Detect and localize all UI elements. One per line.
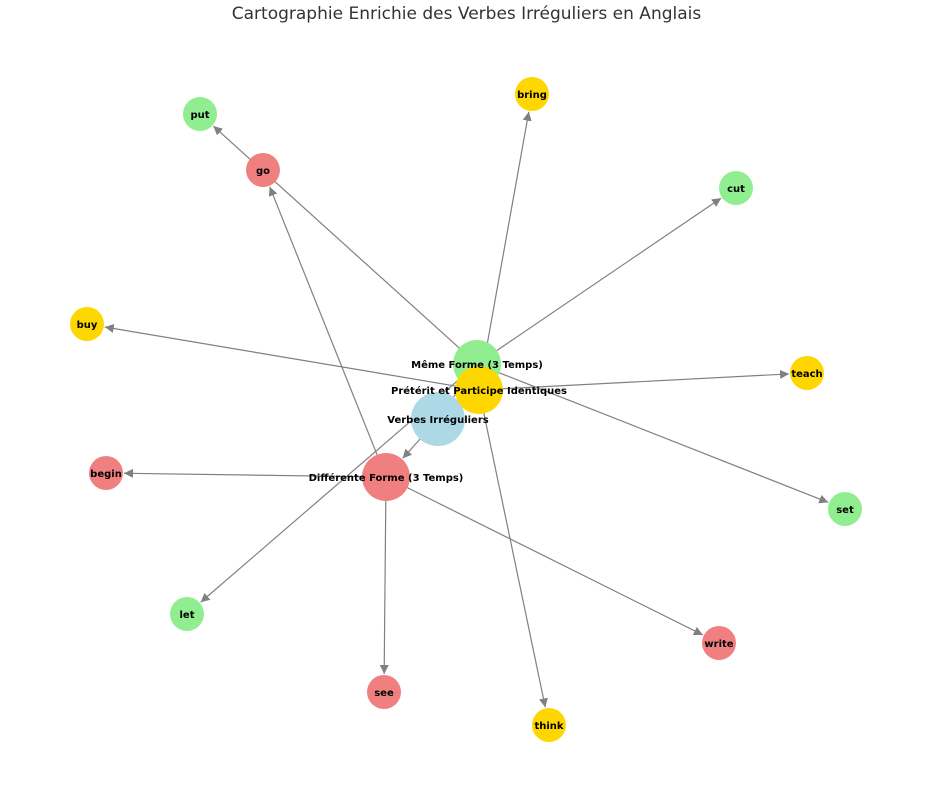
node-label-buy: buy — [77, 320, 98, 331]
edge-same-cut — [494, 197, 722, 353]
node-root — [411, 392, 465, 446]
node-set — [828, 492, 862, 526]
node-buy — [70, 307, 104, 341]
node-label-cut: cut — [727, 184, 745, 195]
node-label-preterit: Prétérit et Participe Identiques — [391, 385, 567, 397]
node-see — [367, 675, 401, 709]
node-go — [246, 153, 280, 187]
node-write — [702, 626, 736, 660]
edge-same-set — [496, 371, 829, 504]
node-label-root: Verbes Irréguliers — [387, 414, 488, 426]
edge-preterit-think — [482, 411, 548, 708]
node-bring — [515, 77, 549, 111]
node-label-same: Même Forme (3 Temps) — [411, 359, 543, 371]
node-label-begin: begin — [90, 469, 122, 480]
node-label-let: let — [180, 610, 195, 621]
node-think — [532, 708, 566, 742]
diagram-title: Cartographie Enrichie des Verbes Irrégul… — [231, 4, 702, 24]
node-label-go: go — [256, 166, 270, 177]
node-label-different: Différente Forme (3 Temps) — [309, 472, 464, 484]
node-label-write: write — [704, 639, 733, 650]
edge-different-begin — [123, 468, 365, 478]
node-preterit — [455, 366, 503, 414]
node-label-put: put — [190, 110, 209, 121]
node-cut — [719, 171, 753, 205]
edge-different-see — [379, 498, 389, 675]
edge-preterit-teach — [500, 369, 790, 390]
edge-preterit-bring — [482, 111, 532, 369]
edge-different-write — [405, 486, 704, 636]
node-teach — [790, 356, 824, 390]
node-label-set: set — [836, 505, 854, 516]
node-label-bring: bring — [517, 90, 547, 101]
edge-root-different — [402, 436, 423, 459]
edge-different-go — [268, 186, 379, 458]
node-put — [183, 97, 217, 131]
node-begin — [89, 456, 123, 490]
node-different — [362, 453, 410, 501]
node-let — [170, 597, 204, 631]
node-label-teach: teach — [791, 369, 822, 380]
node-label-think: think — [534, 721, 563, 732]
edge-preterit-buy — [104, 324, 458, 388]
node-label-see: see — [374, 688, 394, 699]
